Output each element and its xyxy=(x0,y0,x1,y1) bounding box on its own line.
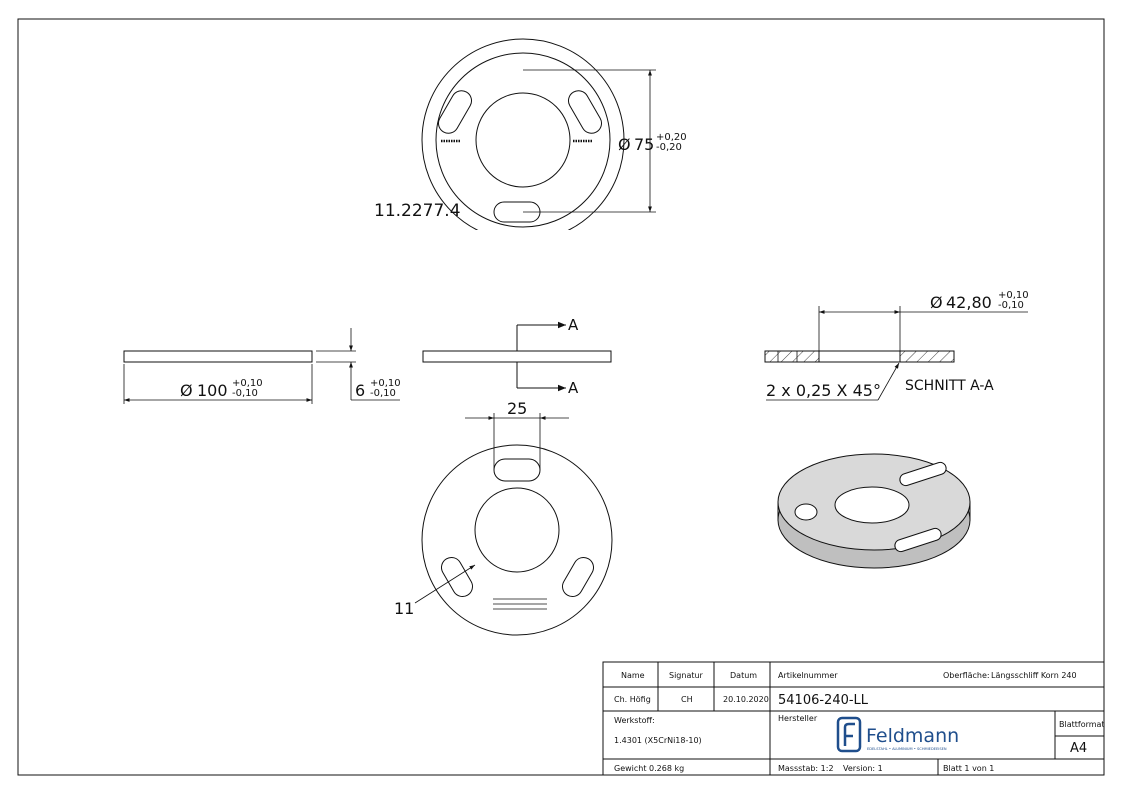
section-label: SCHNITT A-A xyxy=(905,378,994,394)
feldmann-logo: Feldmann EDELSTAHL • ALUMINIUM • SCHMIED… xyxy=(836,716,959,753)
top-view-slot xyxy=(568,90,602,134)
section-bore xyxy=(818,350,901,363)
iso-slot xyxy=(794,503,818,521)
dim-bore-tol-upper: +0,10 xyxy=(998,290,1029,301)
side-view: Ø 100 +0,10 -0,10 6 +0,10 -0,10 xyxy=(123,328,401,404)
dim-thickness-value: 6 xyxy=(355,381,365,400)
tb-col-date: Datum xyxy=(730,671,757,680)
tb-col-signature: Signatur xyxy=(669,671,704,680)
bottom-view-outer-circle xyxy=(421,444,613,636)
tb-surface-label: Oberfläche: xyxy=(943,671,990,680)
section-line-view: A A xyxy=(422,316,612,397)
bottom-view-slot xyxy=(493,458,541,482)
dim-outer-diameter-symbol: Ø xyxy=(180,381,193,400)
tb-sheet: Blatt 1 von 1 xyxy=(943,764,994,773)
bottom-view-slot xyxy=(562,556,594,598)
section-marker-bottom: A xyxy=(568,379,579,397)
part-marking: 11.2277.4 xyxy=(374,201,461,221)
dim-bore-diameter-symbol: Ø xyxy=(930,293,943,312)
tb-material-value: 1.4301 (X5CrNi18-10) xyxy=(614,736,702,745)
tb-material-label: Werkstoff: xyxy=(614,716,655,725)
tb-sheet-format-value: A4 xyxy=(1070,741,1087,756)
title-block: Name Signatur Datum Ch. Höfig CH 20.10.2… xyxy=(602,661,1105,776)
dim-outer-tol-upper: +0,10 xyxy=(232,378,263,389)
tb-name-value: Ch. Höfig xyxy=(614,695,651,704)
tb-date-value: 20.10.2020 xyxy=(723,695,769,704)
iso-bore xyxy=(834,486,910,524)
tb-signature-value: CH xyxy=(681,695,693,704)
dim-slot-11: 11 xyxy=(394,599,414,618)
side-view-plate xyxy=(123,350,313,363)
tb-sheet-format-label: Blattformat xyxy=(1059,720,1105,729)
dim-outer-tol-lower: -0,10 xyxy=(232,388,258,399)
dim-thickness-tol-upper: +0,10 xyxy=(370,378,401,389)
bottom-view-bore xyxy=(474,487,560,573)
dim-bore-value: 42,80 xyxy=(946,293,992,312)
tb-version: Version: 1 xyxy=(843,764,883,773)
engraving-lines xyxy=(493,598,547,610)
top-view-outer-circle xyxy=(421,38,625,230)
drawing-border xyxy=(17,18,1105,776)
tb-scale: Massstab: 1:2 xyxy=(778,764,834,773)
middle-view-plate xyxy=(422,350,612,363)
section-a-a: Ø 42,80 +0,10 -0,10 2 x 0,25 X 45° SCHNI… xyxy=(764,290,1029,401)
tb-weight: Gewicht 0.268 kg xyxy=(614,764,684,773)
bottom-view-slot xyxy=(441,556,473,598)
top-view-bore xyxy=(475,92,571,188)
dim-bolt-circle-tol-lower: -0,20 xyxy=(656,142,682,153)
brand-tagline: EDELSTAHL • ALUMINIUM • SCHMIEDEEISEN xyxy=(867,747,947,751)
section-marker-top: A xyxy=(568,316,579,334)
dim-slot-width: 25 xyxy=(507,399,527,418)
brand-name: Feldmann xyxy=(866,725,959,747)
top-view-slot xyxy=(438,90,472,134)
tb-article-label: Artikelnummer xyxy=(778,671,838,680)
tb-manufacturer-label: Hersteller xyxy=(778,714,818,723)
dim-bolt-circle-tol-upper: +0,20 xyxy=(656,132,687,143)
iso-slot xyxy=(899,461,947,487)
bottom-view: 25 11 xyxy=(394,399,613,636)
tb-col-name: Name xyxy=(621,671,645,680)
dim-outer-value: 100 xyxy=(197,381,228,400)
top-view-bolt-circle xyxy=(435,52,611,228)
dim-thickness-tol-lower: -0,10 xyxy=(370,388,396,399)
tb-surface-value: Längsschliff Korn 240 xyxy=(991,671,1077,680)
dim-bolt-circle-value: 75 xyxy=(634,135,654,154)
iso-slot xyxy=(894,527,942,553)
dim-bolt-circle: Ø 75 +0,20 -0,20 xyxy=(523,69,687,213)
dim-diameter-symbol: Ø xyxy=(618,135,631,154)
chamfer-note: 2 x 0,25 X 45° xyxy=(766,381,881,400)
tb-article-number: 54106-240-LL xyxy=(778,693,869,708)
dim-bore-tol-lower: -0,10 xyxy=(998,300,1024,311)
isometric-view xyxy=(777,453,971,569)
